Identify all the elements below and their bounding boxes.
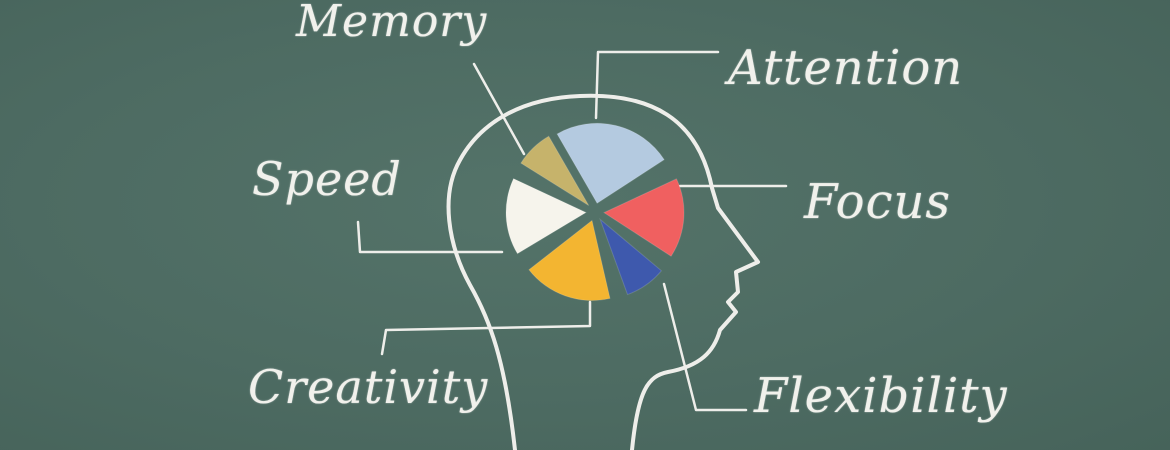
speed-leader bbox=[356, 220, 504, 254]
attention-label: Attention bbox=[728, 40, 964, 96]
pie-chart bbox=[505, 122, 685, 301]
pie-wedge-speed bbox=[505, 177, 588, 255]
memory-label: Memory bbox=[296, 0, 488, 47]
memory-leader bbox=[472, 62, 526, 156]
attention-leader bbox=[594, 50, 720, 120]
speed-label: Speed bbox=[252, 152, 402, 206]
flexibility-leader bbox=[662, 282, 748, 412]
pie-wedge-focus bbox=[602, 178, 685, 257]
creativity-leader bbox=[380, 300, 592, 356]
pie-wedge-creativity bbox=[528, 219, 611, 301]
pie-wedge-attention bbox=[556, 122, 665, 204]
focus-label: Focus bbox=[804, 174, 952, 230]
creativity-label: Creativity bbox=[248, 360, 489, 414]
head-outline bbox=[446, 93, 760, 450]
pie-wedge-memory bbox=[520, 135, 590, 206]
flexibility-label: Flexibility bbox=[754, 368, 1008, 424]
pie-wedge-flexibility bbox=[599, 217, 663, 296]
